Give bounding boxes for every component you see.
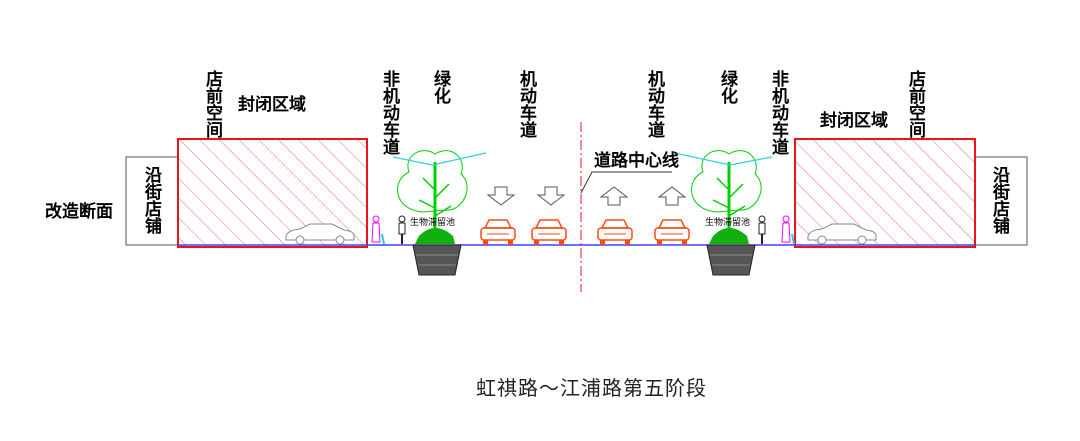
right-shop-label: 沿街店铺 xyxy=(989,166,1009,234)
left-bioretention-label: 生物滞留池 xyxy=(410,218,456,228)
left-non-motor-lane-label: 非机动车道 xyxy=(379,70,399,155)
right-bioretention-label: 生物滞留池 xyxy=(705,218,751,228)
street-lamp xyxy=(392,152,487,166)
right-closed-area-label: 封闭区域 xyxy=(820,111,888,131)
centerline-label: 道路中心线 xyxy=(594,151,679,171)
left-greening-label: 绿化 xyxy=(430,70,450,104)
drawing-title: 虹祺路～江浦路第五阶段 xyxy=(476,376,707,400)
left-closed-area-label: 封闭区域 xyxy=(238,95,306,115)
right-shopfront-label: 店前空间 xyxy=(905,70,925,138)
centerline-leader xyxy=(580,171,672,194)
right-motor-lane-label: 机动车道 xyxy=(644,70,664,138)
right-greening-label: 绿化 xyxy=(717,70,737,104)
section-label: 改造断面 xyxy=(45,202,113,222)
left-shop-label: 沿街店铺 xyxy=(141,166,161,234)
right-non-motor-lane-label: 非机动车道 xyxy=(768,70,788,155)
left-shopfront-label: 店前空间 xyxy=(202,70,222,138)
right-shop-box xyxy=(974,156,1028,246)
left-motor-lane-label: 机动车道 xyxy=(516,70,536,138)
left-shop-box xyxy=(125,156,179,246)
street-lamp xyxy=(674,152,773,166)
